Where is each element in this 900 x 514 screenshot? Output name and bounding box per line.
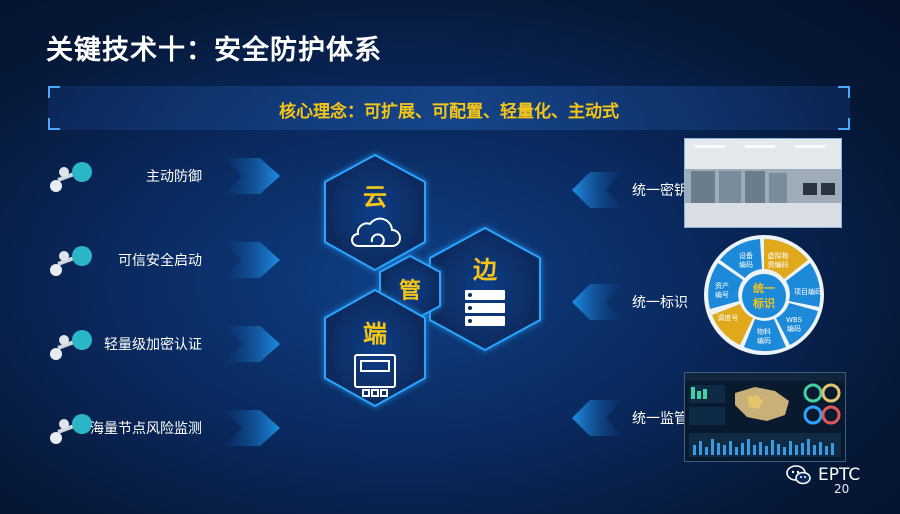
molecule-icon: [50, 330, 92, 360]
feature-label: 可信安全启动: [118, 253, 202, 269]
corner-decoration: [48, 118, 60, 130]
feature-label: 主动防御: [146, 169, 202, 185]
server-icon: [465, 290, 505, 326]
brand-name: EPTC: [818, 465, 861, 485]
feature-item: 主动防御: [40, 156, 280, 196]
segment-label: 调度号: [717, 314, 739, 322]
feature-item: 海量节点风险监测: [40, 408, 280, 448]
right-item-label: 统一监管: [632, 411, 688, 427]
page-number: 20: [834, 482, 850, 496]
molecule-icon: [50, 414, 92, 444]
arrow-right-icon: [224, 242, 280, 278]
right-item: 统一监管: [572, 398, 688, 438]
monitoring-dashboard-screenshot: [684, 372, 846, 462]
corner-decoration: [838, 118, 850, 130]
arrow-left-icon: [572, 400, 622, 436]
segment-label: WBS 编码: [785, 316, 803, 333]
segment-label: 资产 编号: [715, 282, 729, 299]
arrow-left-icon: [572, 284, 622, 320]
feature-label: 海量节点风险监测: [90, 421, 202, 437]
segment-label: 项目编码: [794, 288, 822, 296]
wechat-watermark: EPTC: [786, 464, 860, 486]
cloud-icon: [351, 217, 401, 247]
cloud-pipe-edge-terminal-diagram: 云 边 管 端: [324, 153, 541, 408]
molecule-icon: [50, 162, 92, 192]
unified-id-circle: 统一 标识 设备 编码 虚拟物 资编码 项目编码 WBS 编码 物料 编码 调度…: [694, 232, 834, 358]
right-item-label: 统一密钥: [632, 183, 688, 199]
meter-icon: [354, 354, 396, 397]
cloud-hexagon: 云: [324, 153, 426, 272]
feature-item: 可信安全启动: [40, 240, 280, 280]
concept-banner: 核心理念：可扩展、可配置、轻量化、主动式: [48, 86, 850, 130]
key-room-photo: [684, 138, 842, 228]
segment-label: 虚拟物 资编码: [767, 252, 789, 269]
wechat-icon: [786, 465, 811, 485]
molecule-icon: [50, 246, 92, 276]
id-circle-center: 统一 标识: [742, 274, 786, 318]
edge-hexagon: 边: [429, 226, 541, 352]
corner-decoration: [48, 86, 60, 98]
room-illustration: [685, 139, 841, 227]
right-item-label: 统一标识: [632, 295, 688, 311]
segment-label: 设备 编码: [739, 252, 753, 269]
concept-text: 核心理念：可扩展、可配置、轻量化、主动式: [279, 102, 619, 122]
right-item: 统一密钥: [572, 170, 688, 210]
segment-label: 物料 编码: [757, 328, 771, 345]
arrow-right-icon: [224, 410, 280, 446]
feature-label: 轻量级加密认证: [104, 337, 202, 353]
dashboard-illustration: [685, 373, 845, 457]
arrow-right-icon: [224, 326, 280, 362]
edge-label: 边: [473, 256, 498, 284]
cloud-label: 云: [363, 183, 387, 211]
feature-item: 轻量级加密认证: [40, 324, 280, 364]
pipe-label: 管: [399, 278, 421, 304]
corner-decoration: [838, 86, 850, 98]
terminal-label: 端: [363, 320, 387, 348]
arrow-right-icon: [224, 158, 280, 194]
slide-title: 关键技术十：安全防护体系: [46, 35, 382, 66]
arrow-left-icon: [572, 172, 622, 208]
terminal-hexagon: 端: [324, 288, 426, 408]
right-item: 统一标识: [572, 282, 688, 322]
